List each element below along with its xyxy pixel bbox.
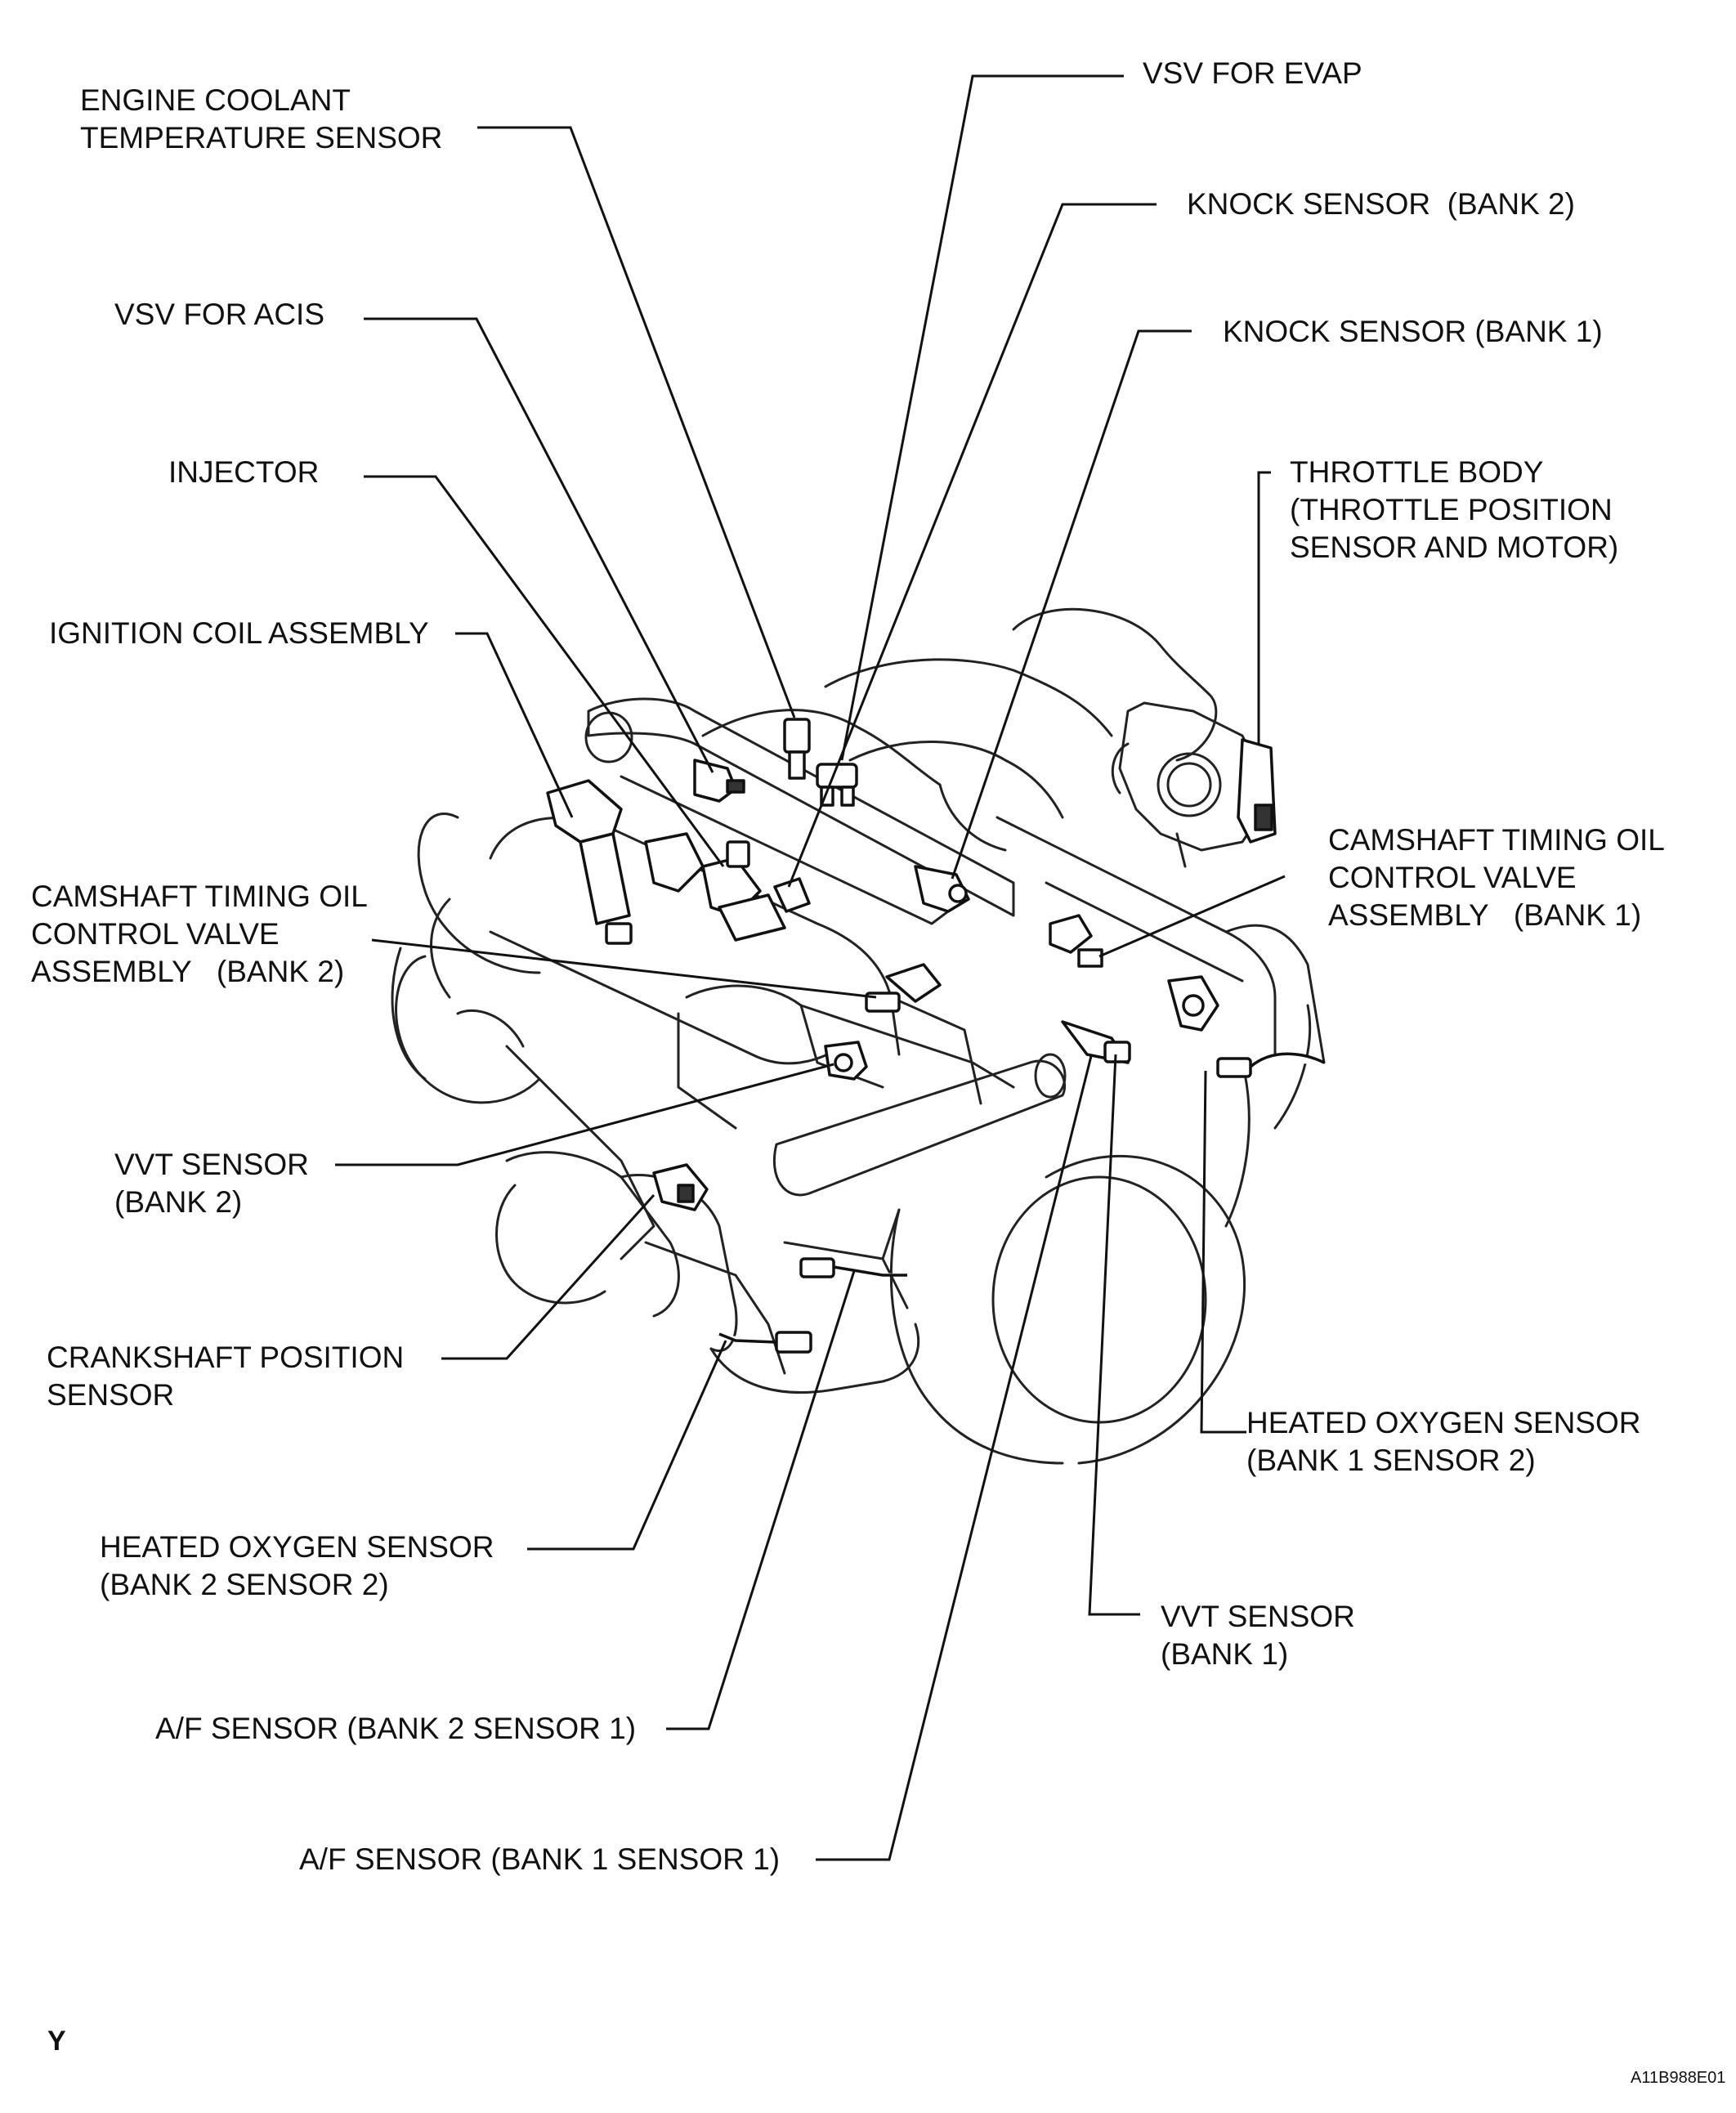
- leader-ocv-bank1: [1098, 875, 1286, 958]
- label-engine-coolant-temp-sensor: ENGINE COOLANT TEMPERATURE SENSOR: [80, 83, 443, 154]
- leader-throttle: [1257, 471, 1271, 744]
- leader-ho2-b2s2: [527, 1340, 727, 1551]
- leader-vsv-acis: [364, 317, 714, 773]
- leader-ignition: [455, 632, 574, 818]
- leader-injector: [364, 475, 725, 867]
- label-knock-sensor-bank2: KNOCK SENSOR (BANK 2): [1187, 187, 1575, 221]
- injector-part: [644, 832, 786, 942]
- label-vvt-sensor-bank2: VVT SENSOR (BANK 2): [114, 1148, 309, 1219]
- af-sensor-bank2-part: [799, 1257, 907, 1278]
- label-vsv-acis: VSV FOR ACIS: [114, 298, 325, 331]
- leader-vsv-evap: [840, 74, 1124, 761]
- label-vvt-sensor-bank1: VVT SENSOR (BANK 1): [1161, 1600, 1355, 1671]
- label-vsv-evap: VSV FOR EVAP: [1143, 56, 1362, 90]
- leader-ect: [477, 126, 796, 719]
- label-af-sensor-b1s1: A/F SENSOR (BANK 1 SENSOR 1): [299, 1842, 781, 1876]
- coolant-temp-sensor-part: [783, 718, 811, 780]
- label-knock-sensor-bank1: KNOCK SENSOR (BANK 1): [1223, 315, 1603, 348]
- ho2-bank1-s2-part: [1216, 1052, 1325, 1078]
- label-heated-oxygen-b2s2: HEATED OXYGEN SENSOR (BANK 2 SENSOR 2): [100, 1530, 494, 1601]
- label-ocv-bank2: CAMSHAFT TIMING OIL CONTROL VALVE ASSEMB…: [31, 880, 368, 988]
- label-throttle-body: THROTTLE BODY (THROTTLE POSITION SENSOR …: [1290, 455, 1619, 564]
- label-ocv-bank1: CAMSHAFT TIMING OIL CONTROL VALVE ASSEMB…: [1328, 823, 1665, 932]
- leader-vvt-bank1: [1088, 1054, 1140, 1616]
- label-injector: INJECTOR: [168, 455, 320, 489]
- leader-ocv-bank2: [371, 938, 877, 999]
- leader-lines: [335, 74, 1286, 1861]
- vvt-sensor-bank1-part: [1167, 975, 1219, 1032]
- leader-vvt-bank2: [335, 1063, 834, 1166]
- leader-ho2-b1s2: [1200, 1070, 1246, 1434]
- figure-code: A11B988E01: [1631, 2069, 1726, 2087]
- throttle-motor-part: [1237, 738, 1277, 844]
- leader-knock-bank2: [787, 203, 1157, 888]
- engine-outline: [391, 607, 1326, 1465]
- leader-crank: [441, 1193, 655, 1360]
- leader-af-b1s1: [816, 1055, 1093, 1861]
- af-sensor-bank1-part: [1061, 1020, 1131, 1064]
- ocv-bank1-part: [1049, 914, 1103, 968]
- vsv-acis-part: [693, 759, 745, 803]
- engine-components: [546, 718, 1325, 1354]
- ho2-bank2-s2-part: [718, 1331, 812, 1354]
- ocv-bank2-part: [865, 963, 942, 1013]
- label-heated-oxygen-b1s2: HEATED OXYGEN SENSOR (BANK 1 SENSOR 2): [1246, 1406, 1641, 1477]
- leader-af-b2s1: [666, 1270, 856, 1730]
- ignition-coil-part: [546, 779, 633, 945]
- label-af-sensor-b2s1: A/F SENSOR (BANK 2 SENSOR 1): [155, 1712, 637, 1745]
- label-ignition-coil: IGNITION COIL ASSEMBLY: [49, 616, 429, 650]
- leader-knock-bank1: [951, 329, 1192, 880]
- crank-sensor-part: [652, 1163, 709, 1211]
- vvt-sensor-bank2-part: [824, 1041, 868, 1081]
- corner-mark: Y: [47, 2026, 66, 2057]
- knock-sensor-bank1-part: [914, 865, 970, 913]
- label-crankshaft-position-sensor: CRANKSHAFT POSITION SENSOR: [47, 1341, 405, 1412]
